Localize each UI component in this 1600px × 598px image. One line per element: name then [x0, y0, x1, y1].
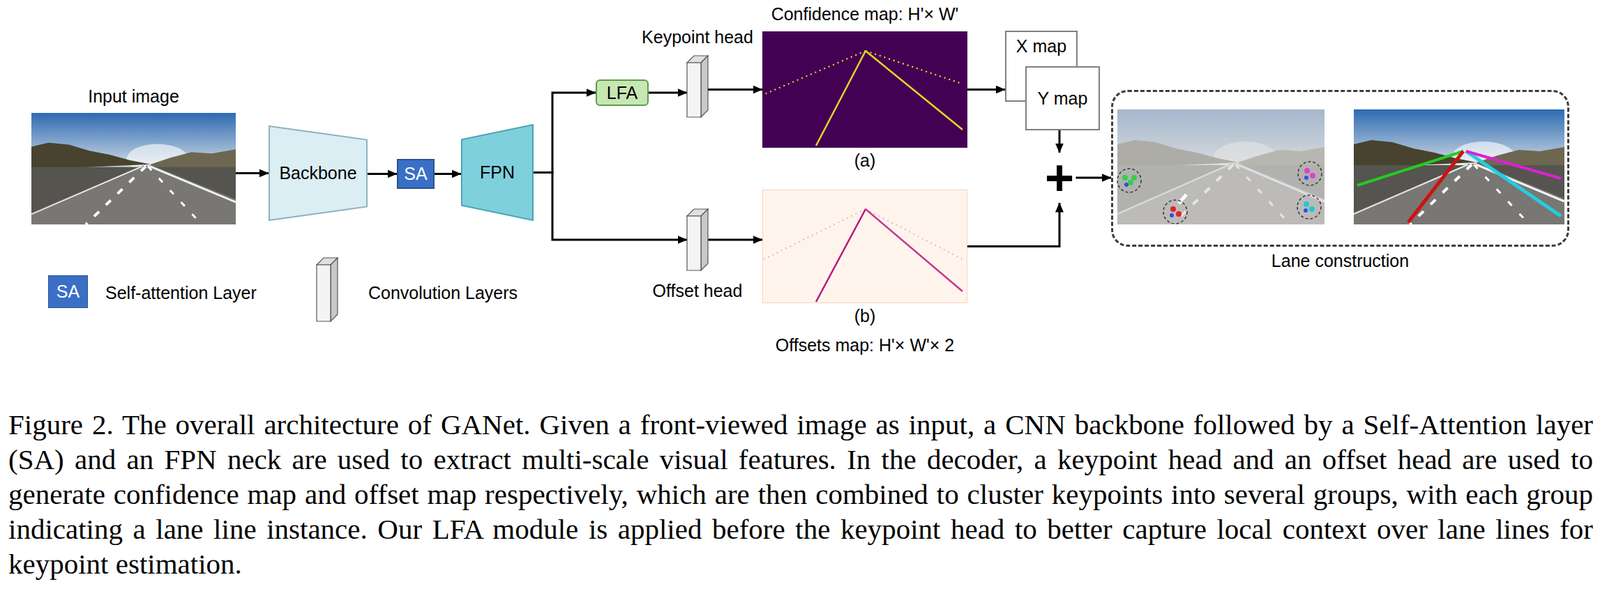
keypoint	[1169, 213, 1174, 218]
conv-front	[316, 265, 331, 322]
conv-side	[330, 258, 338, 322]
node-label: LFA	[606, 82, 638, 104]
lane-marking	[1178, 194, 1187, 204]
fpn-shape	[461, 124, 533, 221]
node-label: SA	[403, 163, 427, 185]
node-heading: (b)	[854, 306, 877, 327]
keypoint	[1303, 201, 1310, 208]
figure-caption: Figure 2. The overall architecture of GA…	[8, 407, 1594, 582]
lane-line	[1357, 151, 1464, 186]
keypoint	[1124, 182, 1129, 187]
lfa-module: LFA	[595, 79, 649, 107]
shape-outline	[687, 209, 708, 271]
cluster-ring	[1297, 161, 1322, 186]
conv-front	[687, 62, 701, 118]
node-heading: Keypoint head	[641, 27, 754, 48]
shape-outline	[687, 55, 708, 118]
confidence-map: Confidence map: H'× W'(a)	[762, 31, 968, 148]
node-label: X map	[1016, 36, 1067, 57]
conv-legend-icon	[316, 258, 338, 322]
flow-arrow	[434, 172, 462, 176]
node-heading: Offsets map: H'× W'× 2	[775, 335, 955, 356]
offset-lane	[865, 209, 963, 292]
keypoint	[1304, 168, 1310, 174]
lane-construction: Lane construction	[1111, 89, 1570, 247]
flow-arrow	[648, 92, 688, 95]
offset-head: Offset head	[687, 209, 708, 271]
keypoint	[1122, 175, 1128, 181]
keypoint	[1309, 206, 1315, 213]
node-heading: Input image	[87, 86, 180, 107]
lane-keypoints	[865, 50, 963, 130]
keypoint	[1131, 175, 1137, 181]
node-label: Y map	[1037, 88, 1089, 109]
cluster-ring	[1163, 200, 1188, 224]
sum-symbol: +	[1043, 152, 1077, 203]
keypoint	[1170, 206, 1176, 213]
node-heading: Offset head	[652, 281, 743, 302]
backbone-shape	[269, 126, 367, 221]
flow-arrow	[533, 92, 596, 173]
heatmap-ground	[762, 31, 968, 148]
offsets-heatmap	[763, 190, 968, 304]
fpn-block: FPN	[461, 124, 534, 222]
road-photo	[1353, 109, 1565, 225]
keypoint	[1309, 172, 1316, 179]
flow-arrow	[707, 88, 763, 91]
lane-keypoints	[865, 50, 962, 84]
attention-block: SA	[396, 159, 435, 190]
keypoint	[1304, 175, 1309, 180]
cluster-ring	[1297, 195, 1322, 220]
clustered-keypoints	[1117, 109, 1325, 225]
node-label: FPN	[479, 162, 515, 183]
flow-arrow	[967, 88, 1006, 91]
legend-text: Convolution Layers	[368, 283, 518, 304]
lane-keypoints	[816, 50, 866, 146]
conv-side	[700, 55, 708, 118]
flow-arrow	[367, 172, 397, 176]
lane-result	[1353, 109, 1565, 225]
node-label: Backbone	[278, 163, 357, 184]
node-heading: Lane construction	[1271, 251, 1409, 272]
conv-side	[700, 209, 708, 271]
keypoint	[1127, 179, 1134, 186]
input-image: Input image	[31, 112, 236, 225]
lane-line	[1408, 151, 1464, 223]
flow-arrow	[967, 202, 1060, 247]
legend-symbol-text: SA	[56, 281, 80, 303]
keypoint-head: Keypoint head	[687, 55, 708, 118]
node-label: +	[1044, 152, 1075, 203]
road-photo	[1117, 109, 1325, 225]
offset-lane	[816, 209, 866, 303]
fade-overlay	[1117, 109, 1325, 225]
flow-arrow	[1058, 130, 1061, 153]
keypoint	[1175, 211, 1182, 217]
lane-keypoints	[763, 50, 866, 95]
offset-lane	[763, 209, 866, 260]
offset-lane	[865, 209, 963, 260]
offsets-map: (b)Offsets map: H'× W'× 2	[762, 189, 968, 304]
lane-line	[1466, 151, 1561, 217]
keypoint	[1303, 208, 1308, 213]
flow-arrow	[707, 239, 763, 242]
node-heading: (a)	[854, 150, 877, 171]
road-photo	[31, 112, 236, 225]
lane-line	[1466, 151, 1561, 179]
node-heading: Confidence map: H'× W'	[771, 4, 960, 25]
legend-swatch: SA	[48, 275, 88, 309]
y-map: Y map	[1025, 66, 1100, 131]
heatmap-ground	[763, 190, 968, 304]
backbone-block: Backbone	[268, 125, 368, 222]
legend-text: Self-attention Layer	[105, 283, 257, 304]
flow-arrow	[235, 172, 269, 175]
confidence-heatmap	[762, 31, 968, 148]
conv-front	[687, 216, 701, 271]
cluster-ring	[1117, 168, 1142, 193]
flow-arrow	[1076, 177, 1112, 180]
flow-arrow	[533, 172, 688, 241]
